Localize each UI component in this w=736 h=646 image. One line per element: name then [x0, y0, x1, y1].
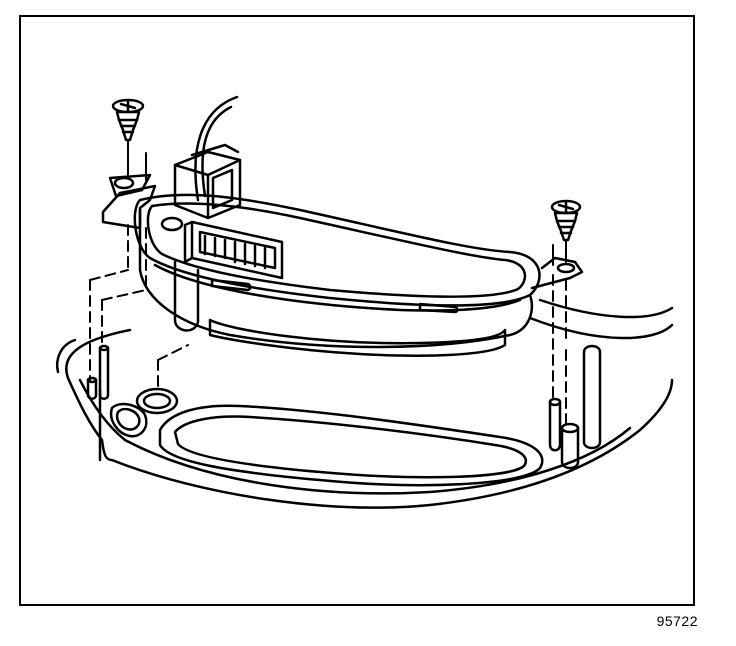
- slot-left: [109, 402, 148, 438]
- round-hole: [135, 387, 179, 415]
- connector-receptacle: [183, 220, 284, 280]
- push-pin-fastener-left: [111, 98, 145, 142]
- figure-frame: [19, 15, 695, 606]
- electrical-connector: [173, 143, 242, 220]
- assembly-guide-lines: [89, 139, 567, 426]
- oval-cutout: [158, 404, 544, 487]
- figure-number: 95722: [656, 613, 698, 629]
- module-bracket: [101, 173, 584, 357]
- locating-stud-right-2: [560, 422, 580, 470]
- background-panel-outline: [194, 95, 674, 340]
- push-pin-fastener-right: [550, 199, 582, 242]
- locating-stud-left-2: [98, 344, 110, 400]
- locating-stud-right-1: [548, 397, 562, 452]
- bracket-tab-left: [101, 184, 157, 230]
- mounting-plate: [56, 328, 674, 509]
- locating-stud-right-3: [582, 344, 602, 450]
- locating-stud-left-1: [86, 376, 98, 400]
